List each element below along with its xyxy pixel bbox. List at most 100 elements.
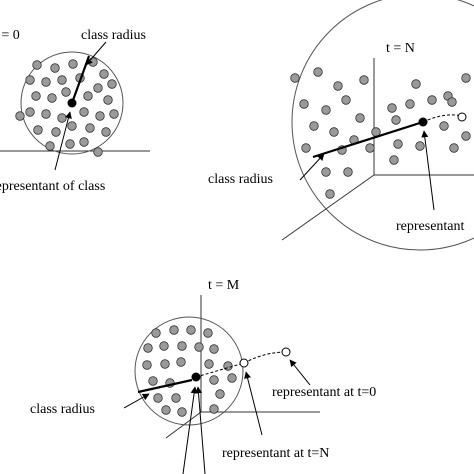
panel-tM-representant-t0-arrow xyxy=(289,359,311,386)
panel-t0-dot xyxy=(15,111,25,121)
panel-tM-representant-t0 xyxy=(281,347,291,357)
panel-tN-diagonal-axis xyxy=(281,174,375,241)
panel-tN-dot xyxy=(461,73,471,83)
panel-tN-time-label: t = N xyxy=(386,41,415,56)
panel-tN-class-radius-label: class radius xyxy=(208,172,273,187)
panel-tM-representant xyxy=(191,372,201,382)
panel-t0-dot xyxy=(50,63,60,73)
panel-tM-dot xyxy=(215,389,225,399)
panel-tM-dot xyxy=(160,359,170,369)
panel-tM-dot xyxy=(176,357,186,367)
panel-tN-dot xyxy=(299,99,309,109)
panel-tM-dot xyxy=(194,342,204,352)
panel-tN-dot xyxy=(439,121,449,131)
panel-tN-dot xyxy=(449,143,459,153)
panel-t0-dot xyxy=(47,93,57,103)
panel-t0-dot xyxy=(41,77,51,87)
panel-tN: t = N class radius representant xyxy=(208,0,474,251)
panel-t0-dot xyxy=(88,57,98,67)
panel-tN-dot xyxy=(405,99,415,109)
panel-t0-dot xyxy=(25,75,35,85)
panel-tN-dot xyxy=(411,79,421,89)
panel-t0-dot xyxy=(101,127,111,137)
panel-t0-dot xyxy=(65,139,75,149)
panel-tM-representant-tN-arrow xyxy=(244,371,263,436)
panel-t0-dot xyxy=(93,83,103,93)
panel-tN-class-circle xyxy=(291,0,474,251)
panel-tN-dot xyxy=(427,95,437,105)
panel-tM-dot xyxy=(142,360,152,370)
panel-t0-dot xyxy=(103,95,113,105)
panel-tN-dot xyxy=(389,155,399,165)
panel-t0-dot xyxy=(85,123,95,133)
panel-tM-representant-arrow-right xyxy=(195,386,206,474)
panel-t0-dot xyxy=(107,79,117,89)
panel-tN-dot xyxy=(329,127,339,137)
panel-tN-dot xyxy=(365,143,375,153)
panel-t0-dot xyxy=(45,141,55,151)
panel-t0-time-label: t = 0 xyxy=(0,28,20,43)
panel-t0-dot xyxy=(68,59,78,69)
panel-tN-dot xyxy=(321,105,331,115)
panel-t0-dot xyxy=(79,107,89,117)
panel-t0-dot xyxy=(33,125,43,135)
panel-tN-dots xyxy=(290,67,471,199)
panel-tM-representant-arrow-left xyxy=(182,386,198,474)
panel-t0-dot xyxy=(67,121,77,131)
panel-tM-dot xyxy=(177,341,187,351)
panel-t0-dot xyxy=(32,60,42,70)
panel-tM-dot xyxy=(177,407,187,417)
panel-t0-dot xyxy=(61,87,71,97)
panel-tM-dot xyxy=(203,328,213,338)
panel-t0-dot xyxy=(51,127,61,137)
panel-tM-class-radius-line xyxy=(137,378,193,394)
panel-tN-representant-label: representant xyxy=(396,219,465,234)
panel-tN-dot xyxy=(359,75,369,85)
panel-t0-dot xyxy=(57,113,67,123)
panel-tM-representant-t0-label: representant at t=0 xyxy=(272,385,376,400)
panel-tN-dot xyxy=(309,121,319,131)
panel-tN-dot xyxy=(387,103,397,113)
panel-tN-dot xyxy=(290,73,300,83)
panel-tM-class-radius-label: class radius xyxy=(30,402,95,417)
panel-tM-dot xyxy=(169,325,179,335)
panel-tN-representant xyxy=(418,117,428,127)
panel-tN-dot xyxy=(333,81,343,91)
panel-tN-dot xyxy=(343,167,353,177)
panel-tM-dot xyxy=(151,328,161,338)
panel-t0-dot xyxy=(99,69,109,79)
panel-tM-dot xyxy=(204,359,214,369)
panel-tN-dot xyxy=(415,141,425,151)
panel-tM-trajectory-near xyxy=(195,362,245,378)
panel-tM-dot xyxy=(148,376,158,386)
panel-tN-trajectory xyxy=(422,114,463,123)
panel-tN-dot xyxy=(391,115,401,125)
panel-tM-dots xyxy=(142,325,237,417)
panel-tM-radius-arrow xyxy=(123,393,150,409)
panel-t0-dot xyxy=(31,91,41,101)
panel-tM-dot xyxy=(209,404,219,414)
panel-tN-radius-arrow xyxy=(299,153,325,181)
panel-tM-dot xyxy=(209,344,219,354)
panel-tN-dot xyxy=(461,131,471,141)
panel-t0-representant xyxy=(67,98,77,108)
panel-tM-time-label: t = M xyxy=(208,278,240,293)
panel-tM-dot xyxy=(171,393,181,403)
panel-tM-representant-tN xyxy=(239,358,249,368)
panel-tN-representant-arrow xyxy=(421,130,435,211)
panel-t0-dot xyxy=(83,91,93,101)
panel-tN-dot xyxy=(321,167,331,177)
panel-tM-dot xyxy=(143,343,153,353)
panel-tN-dot xyxy=(325,189,335,199)
panel-tM-dot xyxy=(227,373,237,383)
panel-tN-dot xyxy=(301,143,311,153)
panel-tM: t = M class radius representant at t=0 r… xyxy=(30,278,376,474)
panel-tM-dot xyxy=(209,375,219,385)
panel-t0-class-circle xyxy=(20,51,124,155)
panel-tN-dot xyxy=(355,113,365,123)
panel-t0: t = 0 class radius representant of class xyxy=(0,28,150,194)
panel-t0-dot xyxy=(57,75,67,85)
panel-t0-dot xyxy=(25,107,35,117)
panel-t0-dot xyxy=(93,147,103,157)
